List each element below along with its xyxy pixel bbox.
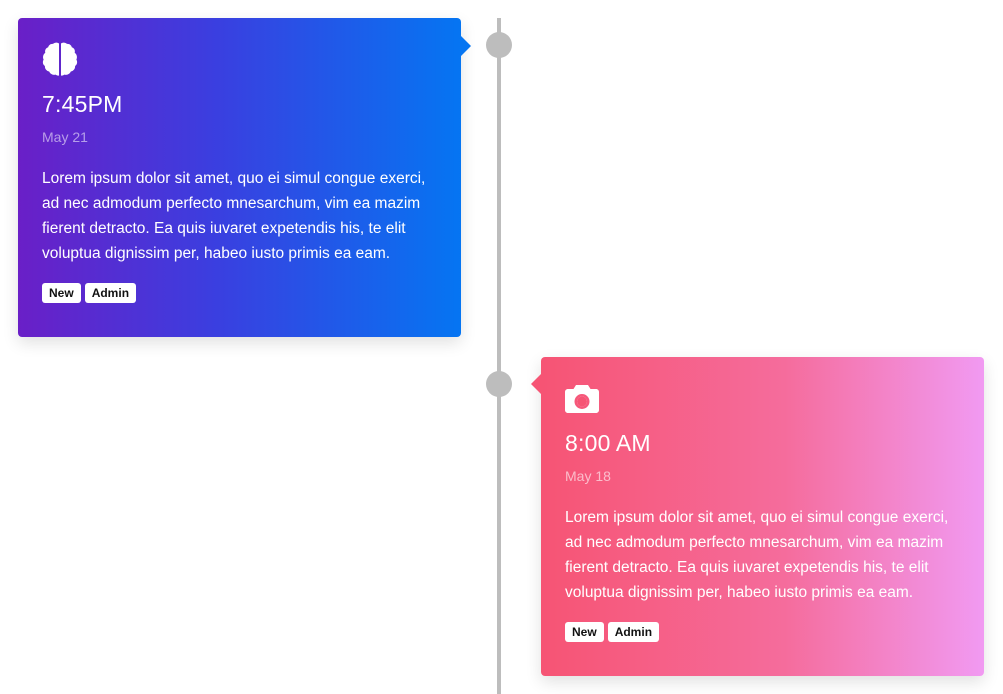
timeline-card: 8:00 AM May 18 Lorem ipsum dolor sit ame… <box>531 357 984 676</box>
event-description: Lorem ipsum dolor sit amet, quo ei simul… <box>42 170 426 262</box>
event-date: May 21 <box>42 129 88 145</box>
event-time: 8:00 AM <box>565 430 651 456</box>
timeline-line <box>497 18 501 694</box>
tag-admin[interactable]: Admin <box>607 622 660 642</box>
brain-icon <box>42 42 437 76</box>
tag-new[interactable]: New <box>42 283 81 303</box>
camera-icon <box>565 381 960 415</box>
tag-list: New Admin <box>565 622 960 642</box>
event-date: May 18 <box>565 468 611 484</box>
timeline-dot <box>486 32 512 58</box>
timeline-card: 7:45PM May 21 Lorem ipsum dolor sit amet… <box>18 18 471 337</box>
timeline-dot <box>486 371 512 397</box>
tag-admin[interactable]: Admin <box>84 283 137 303</box>
event-description: Lorem ipsum dolor sit amet, quo ei simul… <box>565 509 949 601</box>
tag-list: New Admin <box>42 283 437 303</box>
event-time: 7:45PM <box>42 91 123 117</box>
tag-new[interactable]: New <box>565 622 604 642</box>
